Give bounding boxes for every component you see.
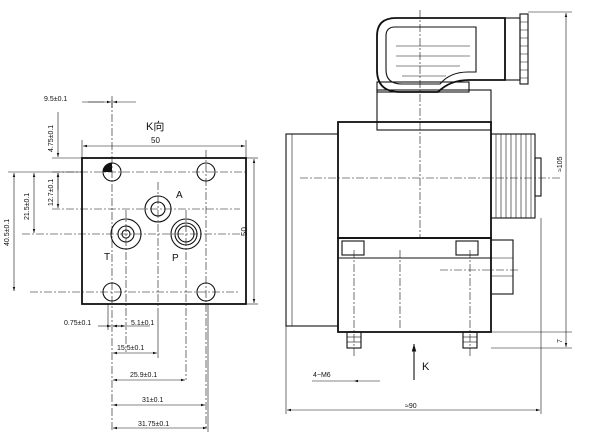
- dim-gap-7: 7: [557, 339, 564, 343]
- port-p-inner: [177, 225, 195, 243]
- mounting-plate-outline: [81, 157, 247, 305]
- dim-height-105: ≈105: [557, 156, 564, 172]
- dim-height-50: 50: [240, 227, 249, 236]
- dim-offset-25-9: 25.9±0.1: [130, 372, 157, 379]
- dim-length-90: ≈90: [405, 403, 417, 410]
- mounting-hole-top-right: [196, 162, 216, 182]
- hex-plug: [490, 239, 514, 295]
- port-t-inner: [121, 229, 131, 239]
- cable-gland: [504, 17, 521, 81]
- view-marker: K向: [146, 119, 164, 133]
- dim-offset-12-7: 12.7±0.1: [48, 179, 55, 206]
- mounting-hole-bottom-left: [102, 282, 122, 302]
- port-p-outer: [170, 218, 202, 250]
- port-t-outer: [110, 218, 142, 250]
- port-a-outer: [144, 195, 172, 223]
- dim-thread-4-m6: 4−M6: [313, 372, 331, 379]
- connector-neck: [376, 89, 492, 131]
- port-face-view: A T P K向 50 50 9.5±0.1 4.75±0.1 12.7±0.1…: [4, 96, 258, 432]
- valve-body: [337, 237, 492, 333]
- port-p-label: P: [172, 253, 179, 264]
- dim-offset-21-5: 21.5±0.1: [24, 193, 31, 220]
- plug-connector: [376, 17, 506, 93]
- mounting-hole-bottom-right: [196, 282, 216, 302]
- coil-body: [337, 121, 492, 239]
- dim-offset-0-75: 0.75±0.1: [64, 320, 91, 327]
- dim-offset-40-5: 40.5±0.1: [4, 219, 11, 246]
- end-cap: [285, 133, 339, 327]
- dim-offset-15-5: 15.5±0.1: [117, 345, 144, 352]
- port-a-inner: [150, 201, 166, 217]
- port-p-mid: [174, 222, 198, 246]
- locating-mark-icon: [103, 163, 112, 172]
- dim-offset-9-5: 9.5±0.1: [44, 96, 67, 103]
- dim-width-50: 50: [151, 136, 160, 145]
- arrow-k-label: K: [422, 361, 430, 373]
- valve-side-view: K 4−M6 ≈90 ≈105 7: [285, 10, 572, 414]
- dim-offset-31: 31±0.1: [142, 397, 163, 404]
- port-a-label: A: [176, 190, 183, 201]
- knurled-nut: [490, 133, 536, 219]
- port-t-label: T: [104, 252, 110, 263]
- dim-offset-4-75: 4.75±0.1: [48, 125, 55, 152]
- dim-offset-5-1: 5.1±0.1: [131, 320, 154, 327]
- port-t-mid: [117, 225, 135, 243]
- dim-offset-31-75: 31.75±0.1: [138, 421, 169, 428]
